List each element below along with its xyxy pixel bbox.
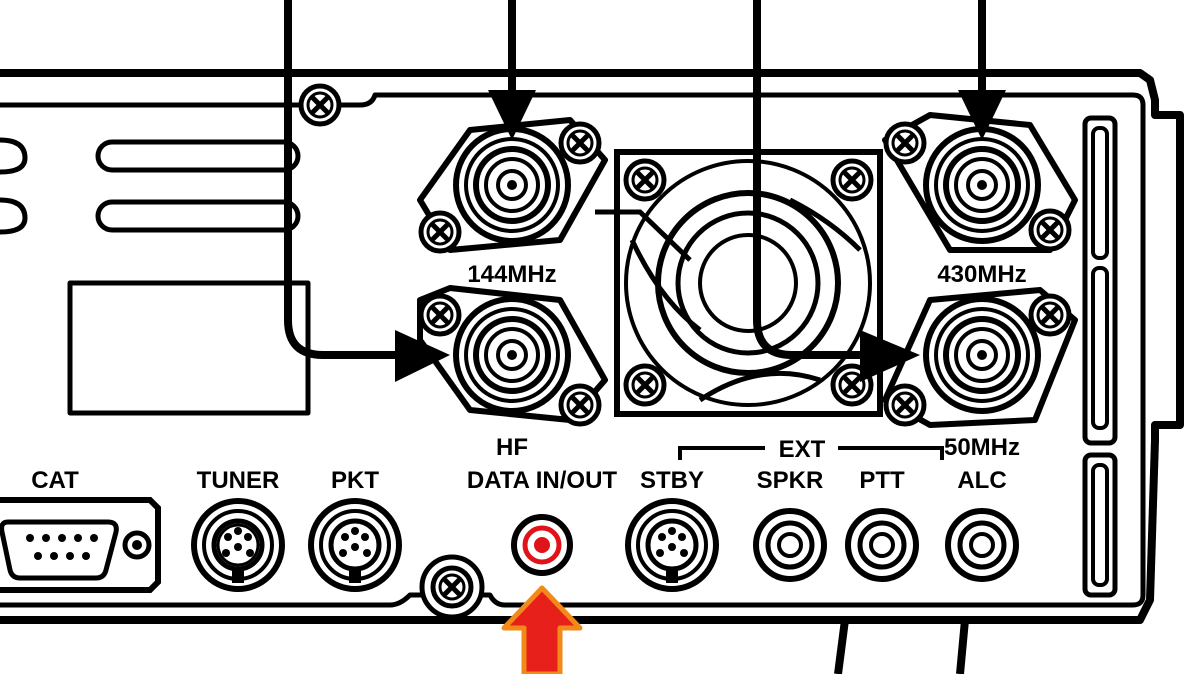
label-hf: HF: [496, 434, 528, 461]
label-ext: EXT: [779, 436, 826, 463]
label-ptt: PTT: [859, 467, 905, 494]
label-tuner: TUNER: [197, 467, 280, 494]
ext-bracket: [678, 446, 944, 460]
arrow-to-430mhz: [958, 0, 1006, 140]
label-data-in-out: DATA IN/OUT: [467, 467, 618, 494]
arrow-to-144mhz: [488, 0, 536, 140]
label-50mhz: 50MHz: [944, 434, 1020, 461]
connector-144mhz[interactable]: [417, 117, 608, 251]
connector-tuner[interactable]: [194, 501, 282, 589]
label-stby: STBY: [640, 467, 704, 494]
connector-spkr[interactable]: [756, 511, 824, 579]
chassis-screw: [301, 86, 339, 124]
label-cat: CAT: [31, 467, 79, 494]
connector-cat[interactable]: [0, 497, 161, 593]
chassis-screw-bottom: [419, 554, 485, 620]
label-alc: ALC: [957, 467, 1006, 494]
connector-ptt[interactable]: [848, 511, 916, 579]
label-spkr: SPKR: [757, 467, 824, 494]
label-144mhz: 144MHz: [467, 261, 556, 288]
label-pkt: PKT: [331, 467, 379, 494]
chassis-outline: [0, 69, 1184, 674]
connector-alc[interactable]: [948, 511, 1016, 579]
connector-430mhz[interactable]: [882, 112, 1078, 253]
connector-pkt[interactable]: [311, 501, 399, 589]
arrow-to-50mhz: [753, 0, 920, 382]
label-430mhz: 430MHz: [937, 261, 1026, 288]
arrow-to-hf: [284, 0, 450, 382]
cooling-fan: [595, 149, 883, 417]
up-arrow-icon: [501, 585, 583, 674]
connector-stby[interactable]: [628, 501, 716, 589]
connector-50mhz[interactable]: [882, 287, 1078, 428]
connector-data-in-out[interactable]: [511, 514, 573, 576]
